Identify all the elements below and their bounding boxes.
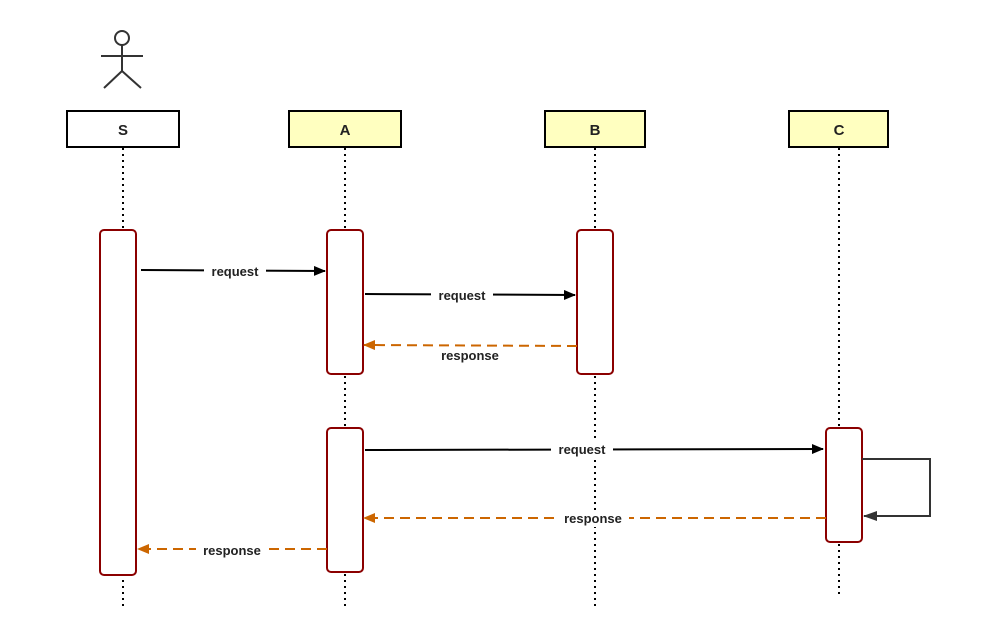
participant-label-a: A <box>340 122 351 139</box>
participant-s: S <box>66 110 180 148</box>
message-a-to-c-request: request <box>364 441 824 458</box>
participant-label-b: B <box>590 122 601 139</box>
message-a-to-s-response: response <box>137 542 327 559</box>
participant-box-a <box>288 110 402 148</box>
activation-a-1 <box>326 229 364 375</box>
message-label: response <box>441 348 499 363</box>
message-a-to-b-request: request <box>364 287 576 304</box>
message-label: response <box>564 511 622 526</box>
message-label: request <box>559 442 607 457</box>
message-label: response <box>203 543 261 558</box>
message-label: request <box>439 288 487 303</box>
participant-c: C <box>788 110 889 148</box>
participant-label-s: S <box>118 122 128 139</box>
activation-b <box>576 229 614 375</box>
activation-a-2 <box>326 427 364 573</box>
message-c-self-call <box>862 458 931 521</box>
participant-box-c <box>788 110 889 148</box>
participant-label-c: C <box>834 122 845 139</box>
message-b-to-a-response: response <box>363 340 578 364</box>
participant-b: B <box>544 110 646 148</box>
participant-box-s <box>66 110 180 148</box>
message-label: request <box>212 264 260 279</box>
activation-s <box>99 229 137 576</box>
activation-c <box>825 427 863 543</box>
message-s-to-a-request: request <box>140 263 326 280</box>
message-c-to-a-response: response <box>363 510 826 527</box>
actor-icon <box>101 30 143 89</box>
participant-a: A <box>288 110 402 148</box>
participant-box-b <box>544 110 646 148</box>
